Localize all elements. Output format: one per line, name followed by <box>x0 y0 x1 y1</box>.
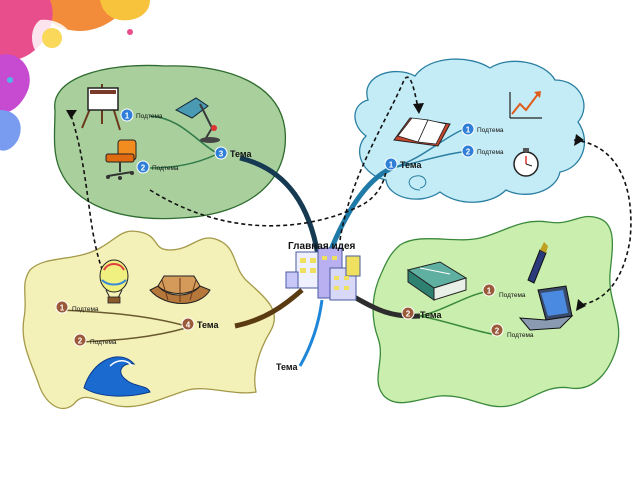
subtopic-label: Подтема <box>72 306 99 313</box>
subtopic-label: Подтема <box>499 292 526 299</box>
topic-label: Тема <box>420 310 442 320</box>
subtopic-node[interactable]: 2 Подтема <box>73 333 117 347</box>
branch-top-left <box>239 155 321 256</box>
subtopic-number-badge <box>482 283 496 297</box>
wave-icon <box>83 356 151 397</box>
fountain-pen-icon <box>527 242 548 284</box>
topic-number-badge <box>181 317 195 331</box>
topic-label: Тема <box>276 362 298 372</box>
stopwatch-icon <box>513 148 539 177</box>
subtopic-node[interactable]: 1 Подтема <box>482 283 526 299</box>
dashed-connector <box>69 76 632 306</box>
topic-number: 1 <box>389 161 394 170</box>
growth-chart-icon <box>509 91 542 119</box>
open-book-icon <box>393 117 451 147</box>
subtopic-number: 1 <box>60 304 65 313</box>
books-icon <box>406 261 468 301</box>
sub-branch <box>419 291 486 317</box>
topic-number-badge <box>384 157 398 171</box>
topic-node-bottom[interactable]: Тема <box>276 362 298 372</box>
subtopic-node[interactable]: 2 Подтема <box>461 144 504 158</box>
topic-number-badge <box>214 146 228 160</box>
boat-icon <box>149 275 211 304</box>
topic-number: 2 <box>406 310 411 319</box>
flower-decoration <box>0 0 150 151</box>
branch-top-right <box>327 165 394 253</box>
subtopic-node[interactable]: 1 Подтема <box>120 108 163 122</box>
subtopic-node[interactable]: 1 Подтема <box>55 300 99 314</box>
subtopic-node[interactable]: 1 Подтема <box>461 122 504 136</box>
topic-node-green-right[interactable]: 2 Тема <box>401 306 442 320</box>
topic-number-badge <box>401 306 415 320</box>
topic-label: Тема <box>197 320 219 330</box>
hot-air-balloon-icon <box>99 259 129 304</box>
subtopic-number: 2 <box>78 337 83 346</box>
subtopic-label: Подтема <box>90 339 117 346</box>
topic-number: 3 <box>219 150 224 159</box>
subtopic-number-badge <box>490 323 504 337</box>
yellow-region <box>22 230 276 410</box>
sub-branch <box>419 315 493 335</box>
subtopic-number-badge <box>73 333 87 347</box>
subtopic-label: Подтема <box>136 113 163 120</box>
office-chair-icon <box>105 139 137 180</box>
subtopic-number-badge <box>136 160 150 174</box>
subtopic-number: 2 <box>141 164 146 173</box>
sub-branch <box>391 129 463 169</box>
sub-branch <box>79 327 187 343</box>
branch-bottom <box>298 299 324 367</box>
branch-left <box>234 288 304 329</box>
easel-icon <box>81 84 121 131</box>
subtopic-number: 2 <box>466 148 471 157</box>
subtopic-number-badge <box>55 300 69 314</box>
subtopic-node[interactable]: 2 Подтема <box>490 323 534 339</box>
arrowhead-icon <box>66 110 77 119</box>
arrowhead-icon <box>413 103 424 114</box>
subtopic-number-badge <box>461 122 475 136</box>
spiral-decoration <box>408 175 427 191</box>
topic-node-blue-cloud[interactable]: 1 Тема <box>384 157 422 171</box>
subtopic-label: Подтема <box>152 165 179 172</box>
topic-node-yellow[interactable]: 4 Тема <box>181 317 219 331</box>
sub-branch <box>57 309 187 327</box>
topic-label: Тема <box>230 149 252 159</box>
central-idea-label: Главная идея <box>288 241 356 252</box>
sub-branch <box>391 151 463 169</box>
subtopic-label: Подтема <box>507 332 534 339</box>
subtopic-number: 1 <box>466 126 471 135</box>
sub-branch <box>149 115 216 153</box>
desk-lamp-icon <box>174 97 220 143</box>
subtopic-number-badge <box>461 144 475 158</box>
sub-branch <box>149 154 216 169</box>
subtopic-label: Подтема <box>477 149 504 156</box>
laptop-icon <box>518 285 574 331</box>
subtopic-label: Подтема <box>477 127 504 134</box>
subtopic-number-badge <box>120 108 134 122</box>
topic-number: 4 <box>186 321 191 330</box>
arrowhead-icon <box>576 299 586 311</box>
central-building-icon <box>285 247 361 301</box>
arrowhead-icon <box>574 134 584 146</box>
topic-node-green-top[interactable]: 3 Тема <box>214 146 252 160</box>
subtopic-node[interactable]: 2 Подтема <box>136 160 179 174</box>
subtopic-number: 1 <box>125 112 130 121</box>
topic-label: Тема <box>400 160 422 170</box>
subtopic-number: 2 <box>495 327 500 336</box>
subtopic-number: 1 <box>487 287 492 296</box>
